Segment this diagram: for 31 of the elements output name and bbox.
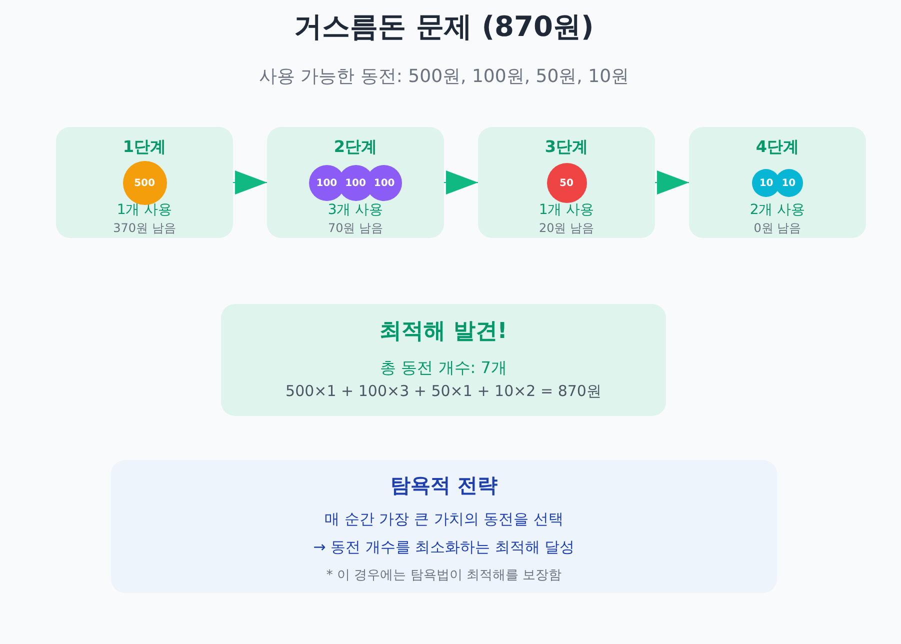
total-coins: 총 동전 개수: 7개 [380,358,507,379]
coin-count: 3개 사용 [328,201,384,219]
remaining-amount: 0원 남음 [754,220,802,237]
coin-count: 2개 사용 [750,201,806,219]
result-title: 최적해 발견! [380,318,508,346]
result-card [221,304,666,416]
remaining-amount: 70원 남음 [328,220,384,237]
step-title: 3단계 [544,137,588,158]
step-title: 1단계 [122,137,166,158]
strategy-text: → 동전 개수를 최소화하는 최적해 달성 [313,538,575,557]
arrow [444,170,478,194]
step-card [56,127,233,238]
step-card [267,127,444,238]
step-card [689,127,866,238]
step-title: 2단계 [334,137,378,158]
title: 거스름돈 문제 (870원) [293,9,595,45]
strategy-title: 탐욕적 전략 [390,472,498,499]
coin: 10 [774,169,803,197]
formula: 500×1 + 100×3 + 50×1 + 10×2 = 870원 [286,382,602,401]
step-card [478,127,655,238]
coin: 50 [546,163,586,203]
strategy-note: * 이 경우에는 탐욕법이 최적해를 보장함 [326,567,562,584]
step-title: 4단계 [756,137,800,158]
coin-count: 1개 사용 [538,201,594,219]
arrow [654,170,690,194]
coin: 500 [122,161,166,205]
strategy-text: 매 순간 가장 큰 가치의 동전을 선택 [324,510,564,529]
remaining-amount: 370원 남음 [113,220,176,237]
remaining-amount: 20원 남음 [538,220,594,237]
subtitle: 사용 가능한 동전: 500원, 100원, 50원, 10원 [258,65,630,88]
arrow [232,170,268,194]
